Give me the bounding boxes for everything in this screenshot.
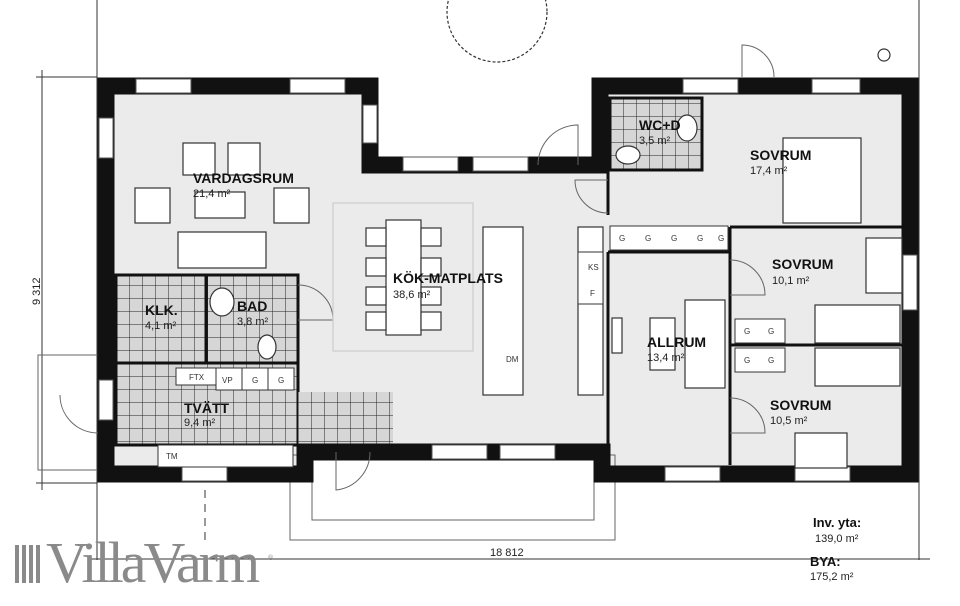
bya-value: 175,2 m² xyxy=(810,571,854,583)
g-label: G xyxy=(619,234,625,243)
windows xyxy=(98,78,918,482)
g-label: G xyxy=(278,376,284,385)
kitchen-island xyxy=(482,226,524,396)
toilet xyxy=(615,145,641,165)
armchair xyxy=(273,187,310,224)
desk xyxy=(865,237,903,294)
desk xyxy=(794,432,848,469)
appliance-boxes xyxy=(157,225,786,468)
room-area-sovrum-3: 10,5 m² xyxy=(770,415,808,427)
dining-table xyxy=(385,219,422,336)
room-area-kok: 38,6 m² xyxy=(393,289,431,301)
room-labels: VARDAGSRUM 21,4 m² KÖK-MATPLATS 38,6 m² … xyxy=(145,117,833,429)
g-label: G xyxy=(252,376,258,385)
armchair xyxy=(227,142,261,176)
armchair xyxy=(134,187,171,224)
room-name-allrum: ALLRUM xyxy=(647,334,706,350)
bya-label: BYA: xyxy=(810,554,841,569)
ks-label: KS xyxy=(588,263,599,272)
room-name-kok: KÖK-MATPLATS xyxy=(393,270,503,286)
g-label: G xyxy=(671,234,677,243)
dimension-lines xyxy=(36,0,930,560)
armchair xyxy=(182,142,216,176)
g-label: G xyxy=(744,327,750,336)
g-label: G xyxy=(768,327,774,336)
tm-label: TM xyxy=(166,452,178,461)
bed xyxy=(814,347,901,387)
g-label: G xyxy=(718,234,724,243)
room-area-vardagsrum: 21,4 m² xyxy=(193,188,231,200)
room-area-bad: 3,8 m² xyxy=(237,316,269,328)
sofa xyxy=(177,231,267,269)
g-label: G xyxy=(768,356,774,365)
room-area-sovrum-2: 10,1 m² xyxy=(772,275,810,287)
g-label: G xyxy=(697,234,703,243)
inv-yta-value: 139,0 m² xyxy=(815,533,859,545)
compass-icon xyxy=(877,48,891,62)
toilet xyxy=(257,334,277,360)
room-name-klk: KLK. xyxy=(145,302,178,318)
sink xyxy=(209,287,235,317)
logo-text: VillaVarm xyxy=(46,530,260,595)
ftx-label: FTX xyxy=(189,373,205,382)
dimension-height: 9 312 xyxy=(31,277,43,305)
dining-area-rug xyxy=(332,202,474,352)
room-name-sovrum-3: SOVRUM xyxy=(770,397,831,413)
dimension-width: 18 812 xyxy=(490,547,524,559)
room-name-vardagsrum: VARDAGSRUM xyxy=(193,170,294,186)
inv-yta-label: Inv. yta: xyxy=(813,515,861,530)
double-bed xyxy=(782,137,862,224)
room-name-tvatt: TVÄTT xyxy=(184,400,230,416)
room-area-sovrum-1: 17,4 m² xyxy=(750,165,788,177)
logo-registered: ® xyxy=(268,554,274,562)
exterior-walls xyxy=(97,77,919,483)
villavarm-logo: VillaVarm ® xyxy=(15,530,274,595)
table-outdoor xyxy=(446,0,548,63)
table xyxy=(649,317,676,371)
bed xyxy=(814,304,901,344)
sink xyxy=(676,114,698,142)
appliance-labels: FTX VP G G G G G G G G G G G KS F DM TM xyxy=(166,234,774,461)
room-name-sovrum-2: SOVRUM xyxy=(772,256,833,272)
room-area-klk: 4,1 m² xyxy=(145,320,177,332)
dm-label: DM xyxy=(506,355,519,364)
f-label: F xyxy=(590,289,595,298)
room-area-wcd: 3,5 m² xyxy=(639,135,671,147)
g-label: G xyxy=(645,234,651,243)
room-area-allrum: 13,4 m² xyxy=(647,352,685,364)
coffee-table xyxy=(194,191,246,219)
room-name-wcd: WC+D xyxy=(639,117,681,133)
sofa xyxy=(684,299,726,389)
furniture xyxy=(134,0,903,469)
room-area-tvatt: 9,4 m² xyxy=(184,417,216,429)
interior-walls xyxy=(606,170,910,465)
room-name-bad: BAD xyxy=(237,298,267,314)
vp-label: VP xyxy=(222,376,233,385)
g-label: G xyxy=(744,356,750,365)
room-name-sovrum-1: SOVRUM xyxy=(750,147,811,163)
